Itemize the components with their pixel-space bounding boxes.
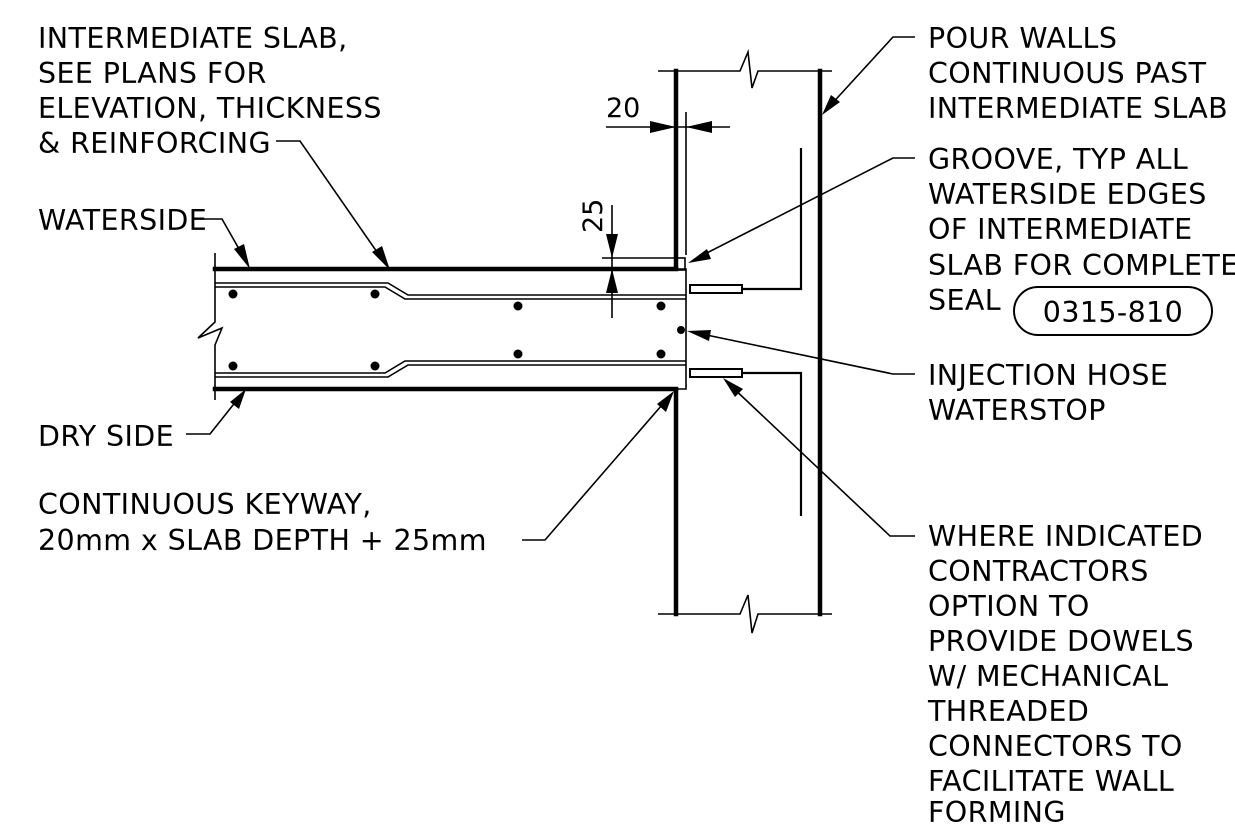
label-line: INJECTION HOSE bbox=[928, 359, 1168, 392]
label-line: POUR WALLS bbox=[928, 22, 1117, 55]
label-line: INTERMEDIATE SLAB bbox=[928, 92, 1228, 125]
label-line: CONNECTORS TO bbox=[928, 730, 1183, 763]
rebar-section bbox=[228, 361, 238, 371]
label-line: 20mm x SLAB DEPTH + 25mm bbox=[38, 524, 487, 557]
label-line: CONTINUOUS PAST bbox=[928, 57, 1207, 90]
leader-arrow bbox=[822, 95, 840, 115]
label-line: FORMING bbox=[928, 796, 1066, 827]
label-line: WATERSTOP bbox=[928, 394, 1106, 427]
leader-groove bbox=[696, 157, 915, 259]
label-pour-walls: POUR WALLS CONTINUOUS PAST INTERMEDIATE … bbox=[928, 22, 1228, 125]
leader-arrow bbox=[230, 389, 246, 409]
spec-reference-text: 0315-810 bbox=[1043, 296, 1183, 329]
slab-top-rebar-b bbox=[215, 282, 686, 296]
leader-arrow bbox=[234, 244, 250, 269]
leader-arrow bbox=[723, 378, 743, 397]
wall-dowel-bar-bottom bbox=[742, 371, 803, 516]
label-line: & REINFORCING bbox=[38, 127, 271, 160]
leader-arrow bbox=[688, 249, 711, 263]
label-line: ELEVATION, THICKNESS bbox=[38, 92, 382, 125]
groove-mark bbox=[676, 257, 686, 271]
label-line: SLAB FOR COMPLETE bbox=[928, 249, 1235, 282]
keyway-outline bbox=[676, 268, 687, 390]
leader-arrow bbox=[657, 391, 674, 412]
dim-arrow bbox=[650, 121, 676, 133]
rebar-section bbox=[656, 301, 666, 311]
label-line: INTERMEDIATE SLAB, bbox=[38, 22, 348, 55]
dim-arrow bbox=[606, 234, 618, 258]
label-line: WHERE INDICATED bbox=[928, 520, 1203, 553]
wall bbox=[658, 48, 832, 634]
wall-break-line-bottom bbox=[658, 594, 832, 634]
label-intermediate-slab: INTERMEDIATE SLAB, SEE PLANS FOR ELEVATI… bbox=[38, 22, 382, 160]
label-line: GROOVE, TYP ALL bbox=[928, 143, 1188, 176]
dimension-20: 20 bbox=[606, 93, 730, 255]
label-waterside: WATERSIDE bbox=[38, 204, 207, 237]
spec-reference-oval bbox=[1013, 286, 1213, 336]
label-dowels: WHERE INDICATED CONTRACTORS OPTION TO PR… bbox=[927, 520, 1203, 827]
label-injection-hose: INJECTION HOSE WATERSTOP bbox=[928, 359, 1168, 427]
label-line: OF INTERMEDIATE bbox=[928, 213, 1192, 246]
rebar-section bbox=[370, 361, 380, 371]
spec-reference-tag: 0315-810 bbox=[1013, 286, 1213, 336]
slab bbox=[197, 253, 743, 400]
dowel-coupler-bottom bbox=[689, 368, 743, 378]
leader-arrow bbox=[687, 330, 711, 341]
dim-arrow bbox=[686, 121, 712, 133]
leader-intermediate-slab bbox=[276, 140, 387, 266]
leader-injection-hose bbox=[696, 332, 915, 375]
label-line: THREADED bbox=[927, 695, 1089, 728]
wall-dowel-bar-top bbox=[742, 148, 803, 291]
leader-pour-walls bbox=[827, 36, 915, 109]
rebar-section bbox=[370, 289, 380, 299]
rebar-section bbox=[656, 349, 666, 359]
label-line: OPTION TO bbox=[928, 590, 1090, 623]
leader-arrow bbox=[372, 246, 390, 270]
dimension-25: 25 bbox=[578, 199, 676, 318]
rebar-section bbox=[513, 349, 523, 359]
slab-break-line bbox=[197, 253, 224, 400]
label-line: W/ MECHANICAL bbox=[928, 660, 1168, 693]
slab-top-rebar-a bbox=[215, 286, 686, 300]
label-line: WATERSIDE EDGES bbox=[928, 178, 1207, 211]
label-line: CONTINUOUS KEYWAY, bbox=[38, 488, 372, 521]
dim-arrow bbox=[606, 269, 618, 293]
label-line: SEE PLANS FOR bbox=[38, 57, 267, 90]
dim-text-25: 25 bbox=[578, 199, 609, 233]
rebar-section bbox=[513, 301, 523, 311]
dowel-coupler-top bbox=[689, 284, 743, 294]
slab-bottom-rebar-a bbox=[215, 364, 686, 378]
label-keyway: CONTINUOUS KEYWAY, 20mm x SLAB DEPTH + 2… bbox=[38, 488, 487, 557]
label-line: PROVIDE DOWELS bbox=[928, 625, 1194, 658]
wall-break-line-top bbox=[658, 48, 832, 89]
label-line: FACILITATE WALL bbox=[928, 765, 1174, 798]
leader-dowels bbox=[729, 384, 915, 537]
injection-hose-waterstop bbox=[677, 326, 685, 334]
label-dry-side: DRY SIDE bbox=[38, 420, 174, 453]
label-line: CONTRACTORS bbox=[928, 555, 1149, 588]
leader-dry-side bbox=[186, 394, 242, 435]
label-groove: GROOVE, TYP ALL WATERSIDE EDGES OF INTER… bbox=[928, 143, 1235, 317]
label-line: SEAL bbox=[928, 284, 1001, 317]
leader-keyway bbox=[522, 397, 669, 541]
slab-bottom-rebar-b bbox=[215, 360, 686, 374]
rebar-section bbox=[228, 289, 238, 299]
leaders bbox=[186, 36, 915, 541]
dim-text-20: 20 bbox=[606, 93, 640, 124]
